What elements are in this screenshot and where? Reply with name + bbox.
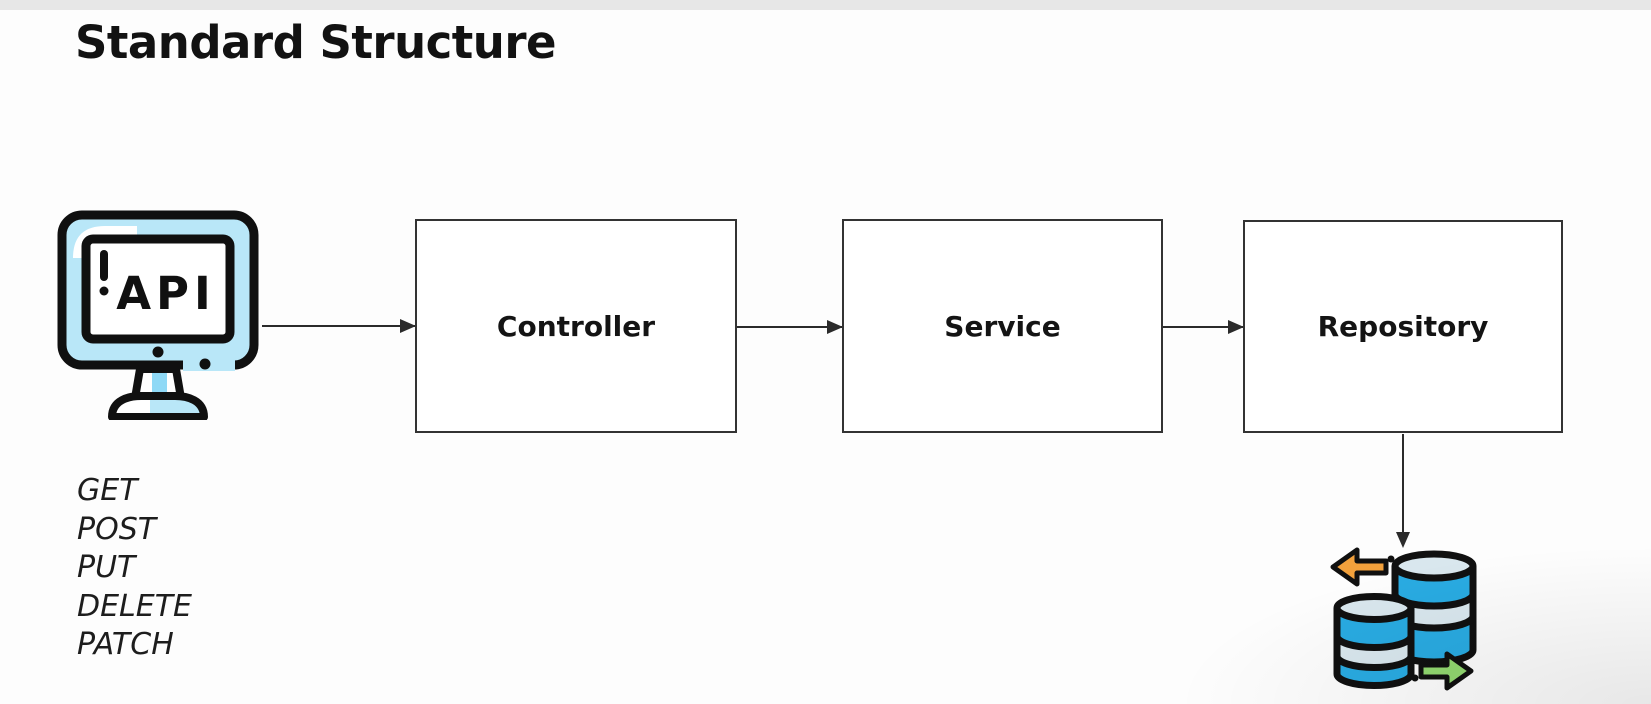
- db-cylinder-front: [1333, 593, 1415, 689]
- monitor-power-dot: [152, 346, 164, 358]
- arrow-controller-to-service: [737, 320, 843, 334]
- monitor-stand: [108, 365, 208, 420]
- http-method-item: PUT: [77, 550, 136, 585]
- exclamation-dot: [99, 286, 109, 296]
- monitor-screen: API: [81, 234, 235, 344]
- db-arrow-left-icon: [1330, 547, 1395, 587]
- http-methods-list: GET POST PUT DELETE PATCH: [77, 472, 192, 665]
- box-label: Repository: [1317, 310, 1489, 343]
- api-monitor-icon: API: [57, 210, 259, 420]
- box-controller: Controller: [415, 219, 737, 433]
- box-label: Controller: [496, 309, 656, 343]
- http-method-item: GET: [77, 473, 138, 508]
- box-repository: Repository: [1243, 220, 1563, 433]
- http-method-item: POST: [77, 511, 157, 547]
- arrow-client-to-controller: [262, 319, 416, 333]
- db-arrow-right-icon: [1411, 651, 1474, 691]
- arrowhead-icon: [400, 319, 416, 333]
- http-method-item: PATCH: [77, 627, 174, 662]
- arrow-service-to-repository: [1163, 320, 1244, 334]
- api-screen-label: API: [116, 267, 216, 320]
- top-bar: [0, 0, 1651, 10]
- box-service: Service: [842, 219, 1163, 433]
- arrow-repository-to-database: [1396, 434, 1410, 548]
- arrowhead-icon: [1228, 320, 1244, 334]
- box-label: Service: [944, 309, 1061, 343]
- arrowhead-icon: [827, 320, 843, 334]
- http-method-item: DELETE: [77, 588, 193, 624]
- page-title: Standard Structure: [75, 16, 557, 69]
- database-icon: [1330, 547, 1477, 691]
- arrowhead-icon: [1396, 532, 1410, 548]
